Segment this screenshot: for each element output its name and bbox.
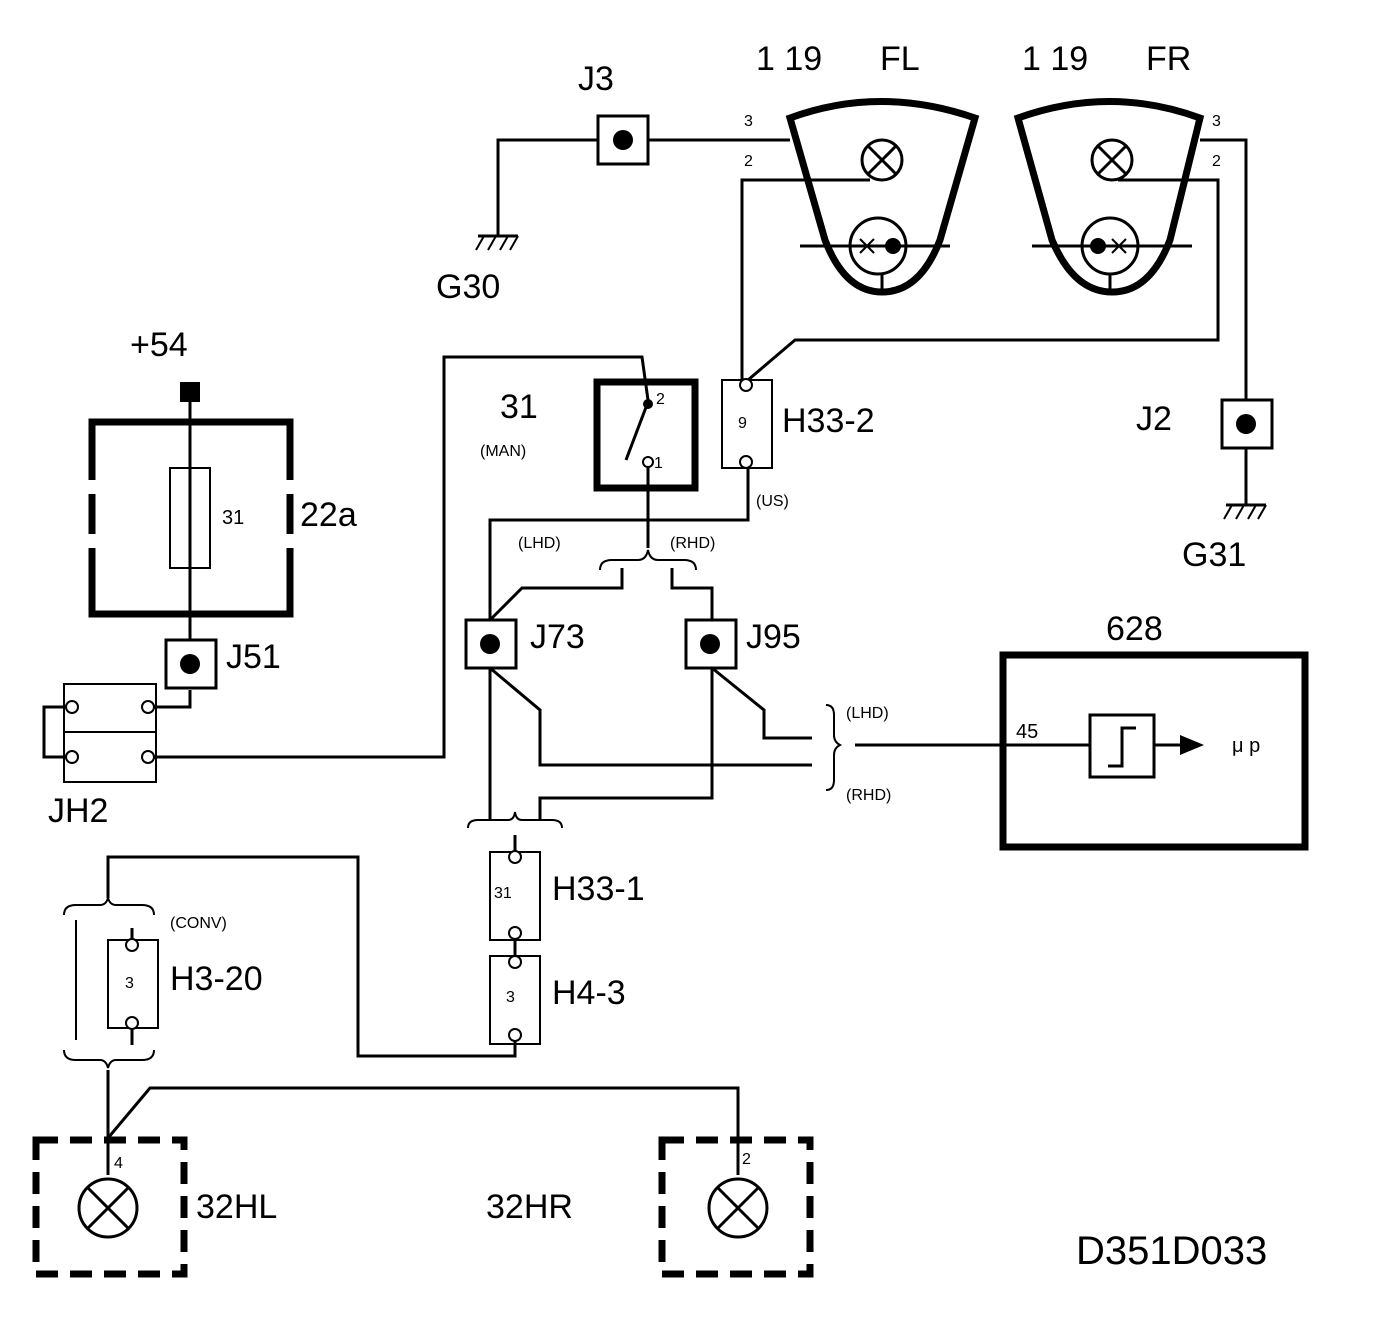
headlamp-fl-side: FL xyxy=(880,40,920,78)
connector-h4-3-label: H4-3 xyxy=(552,974,626,1012)
junction-j51-label: J51 xyxy=(226,638,281,676)
module-628 xyxy=(999,651,1309,851)
ground-g30-icon xyxy=(475,234,519,251)
connector-h33-2-pin: 9 xyxy=(738,415,747,432)
connector-h3-20-pin: 3 xyxy=(125,975,134,992)
junction-j2-label: J2 xyxy=(1136,400,1172,438)
braces xyxy=(63,549,843,1069)
connector-h3-20-label: H3-20 xyxy=(170,960,263,998)
rear-lamp-32hl xyxy=(32,1136,188,1278)
bulb-icon xyxy=(77,1177,139,1239)
variant-lhd-module: (LHD) xyxy=(846,705,889,722)
module-pin: 45 xyxy=(1016,721,1038,743)
headlamp-fr-ref: 1 19 xyxy=(1022,40,1088,78)
connector-h33-2-label: H33-2 xyxy=(782,402,875,440)
module-output: μ p xyxy=(1232,735,1260,757)
switch-label: 31 xyxy=(500,388,538,426)
connector-h4-3 xyxy=(489,955,541,1045)
dual-bulb-icon xyxy=(1080,216,1140,276)
headlamp-fr-side: FR xyxy=(1146,40,1191,78)
headlamp-fl xyxy=(785,98,980,296)
fuse-box-22a xyxy=(88,418,294,618)
connector-jh2-label: JH2 xyxy=(48,792,108,830)
headlamp-fr xyxy=(1013,98,1205,296)
connector-h33-1 xyxy=(489,850,541,941)
junction-j73-label: J73 xyxy=(530,618,585,656)
connector-h33-1-pin: 31 xyxy=(494,885,512,902)
module-label: 628 xyxy=(1106,610,1163,648)
wires xyxy=(106,138,1248,1175)
variant-us: (US) xyxy=(756,493,789,510)
connector-h33-2 xyxy=(721,378,773,469)
variant-rhd-module: (RHD) xyxy=(846,787,891,804)
connector-h33-1-label: H33-1 xyxy=(552,870,645,908)
junction-j3 xyxy=(596,114,650,166)
dual-bulb-icon xyxy=(848,216,908,276)
switch-pin-2: 2 xyxy=(656,391,665,408)
ground-g31-icon xyxy=(1223,503,1267,520)
supply-label: +54 xyxy=(130,326,188,364)
fr-pin-2: 2 xyxy=(1212,153,1221,170)
junction-j73 xyxy=(464,618,518,670)
junction-j95 xyxy=(684,618,738,670)
bulb-icon xyxy=(1090,138,1134,182)
switch-31 xyxy=(593,378,699,492)
variant-lhd-switch: (LHD) xyxy=(518,535,561,552)
ground-g30-label: G30 xyxy=(436,268,500,306)
connector-h4-3-pin: 3 xyxy=(506,989,515,1006)
junction-j51 xyxy=(164,638,218,690)
ground-g31-label: G31 xyxy=(1182,536,1246,574)
connector-h3-20 xyxy=(107,938,159,1030)
arrow-icon xyxy=(1180,735,1204,755)
junction-j3-label: J3 xyxy=(578,60,614,98)
headlamp-fl-ref: 1 19 xyxy=(756,40,822,78)
connector-jh2 xyxy=(42,683,157,783)
fuse-number: 31 xyxy=(222,507,244,529)
fl-pin-2: 2 xyxy=(744,153,753,170)
switch-mode: (MAN) xyxy=(480,443,526,460)
rear-lamp-32hr xyxy=(658,1136,814,1278)
fl-pin-3: 3 xyxy=(744,113,753,130)
bulb-icon xyxy=(860,138,904,182)
junction-j2 xyxy=(1220,398,1274,450)
rear-lamp-32hr-label: 32HR xyxy=(486,1188,573,1226)
rear-lamp-32hl-pin: 4 xyxy=(114,1155,123,1172)
variant-rhd-switch: (RHD) xyxy=(670,535,715,552)
rear-lamp-32hr-pin: 2 xyxy=(742,1151,751,1168)
supply-terminal-icon xyxy=(180,382,200,402)
bulb-icon xyxy=(707,1177,769,1239)
fr-pin-3: 3 xyxy=(1212,113,1221,130)
junction-j95-label: J95 xyxy=(746,618,801,656)
rear-lamp-32hl-label: 32HL xyxy=(196,1188,277,1226)
switch-pin-1: 1 xyxy=(654,455,663,472)
fuse-box-label: 22a xyxy=(300,496,357,534)
drawing-code: D351D033 xyxy=(1076,1229,1267,1273)
variant-conv: (CONV) xyxy=(170,915,227,932)
